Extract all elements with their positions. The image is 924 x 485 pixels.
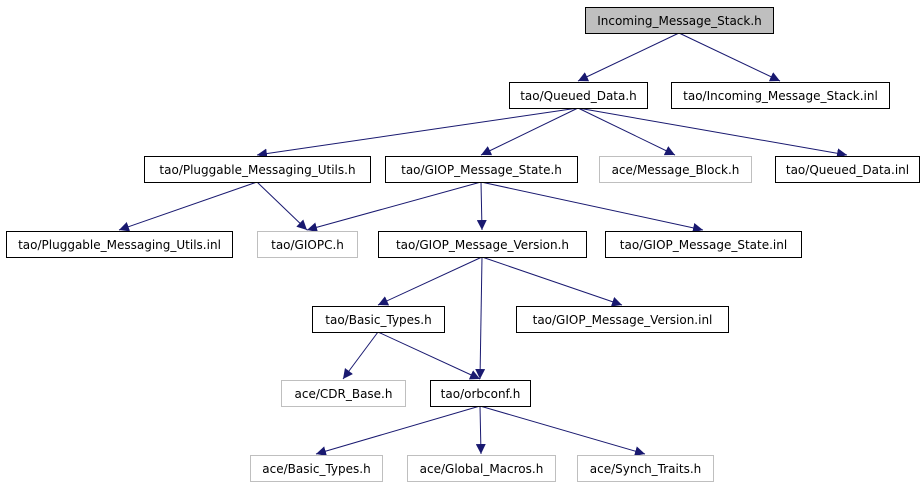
edge-basic_types_h-to-orbconf_h [377,331,481,380]
node-label: Incoming_Message_Stack.h [597,14,762,28]
node-box [250,455,383,482]
node-box [599,156,752,183]
node-box [281,380,406,407]
node-label: tao/Basic_Types.h [325,313,431,327]
node-orbconf_h[interactable]: tao/orbconf.h [430,380,531,407]
edge-giop_message_version_h-to-basic_types_h [377,256,483,306]
edge-orbconf_h-to-synch_traits_h [479,405,646,457]
node-global_macros_h: ace/Global_Macros.h [407,455,556,482]
edge-queued_data_h-to-message_block_h [577,107,676,156]
node-incoming_message_stack_inl[interactable]: tao/Incoming_Message_Stack.inl [671,82,890,109]
node-giopc_h: tao/GIOPC.h [257,231,358,258]
node-message_block_h: ace/Message_Block.h [599,156,752,183]
node-label: tao/GIOP_Message_State.h [401,163,562,177]
node-queued_data_h[interactable]: tao/Queued_Data.h [509,82,648,109]
edge-basic_types_h-to-cdr_base_h [342,331,379,380]
edges-layer [118,32,848,457]
node-box [605,231,802,258]
node-cdr_base_h: ace/CDR_Base.h [281,380,406,407]
nodes-layer: Incoming_Message_Stack.h tao/Queued_Data.… [6,7,920,482]
node-pluggable_messaging_utils_inl[interactable]: tao/Pluggable_Messaging_Utils.inl [6,231,233,258]
edge-giop_message_state_h-to-giop_message_state_inl [480,181,704,233]
node-label: ace/Message_Block.h [612,163,740,177]
node-box [430,380,531,407]
node-box [144,156,371,183]
node-incoming_message_stack_h[interactable]: Incoming_Message_Stack.h [585,7,774,34]
node-box [312,306,445,333]
node-giop_message_version_inl[interactable]: tao/GIOP_Message_Version.inl [516,306,729,333]
edge-incoming_message_stack_h-to-incoming_message_stack_inl [678,32,781,82]
edge-queued_data_h-to-giop_message_state_h [480,107,579,156]
node-box [407,455,556,482]
node-label: ace/Synch_Traits.h [590,462,701,476]
node-label: tao/GIOP_Message_Version.h [396,238,569,252]
node-box [585,7,774,34]
node-giop_message_state_inl[interactable]: tao/GIOP_Message_State.inl [605,231,802,258]
edge-orbconf_h-to-global_macros_h [475,405,486,455]
edge-giop_message_state_h-to-giopc_h [306,181,482,233]
edge-orbconf_h-to-ace_basic_types_h [315,405,481,456]
node-basic_types_h[interactable]: tao/Basic_Types.h [312,306,445,333]
node-box [509,82,648,109]
node-box [378,231,587,258]
edge-queued_data_h-to-pluggable_messaging_utils_h [256,107,579,159]
edge-giop_message_version_h-to-giop_message_version_inl [481,256,623,307]
node-box [516,306,729,333]
node-label: tao/Queued_Data.inl [786,163,909,177]
node-box [257,231,358,258]
node-label: tao/GIOP_Message_State.inl [620,238,787,252]
node-label: ace/Basic_Types.h [262,462,370,476]
edge-queued_data_h-to-queued_data_inl [577,107,848,159]
edge-giop_message_version_h-to-orbconf_h [475,256,486,380]
node-box [775,156,920,183]
node-label: tao/GIOP_Message_Version.inl [533,313,713,327]
node-label: ace/Global_Macros.h [420,462,544,476]
node-ace_basic_types_h: ace/Basic_Types.h [250,455,383,482]
node-giop_message_state_h[interactable]: tao/GIOP_Message_State.h [385,156,578,183]
edge-giop_message_state_h-to-giop_message_version_h [476,181,487,231]
node-pluggable_messaging_utils_h[interactable]: tao/Pluggable_Messaging_Utils.h [144,156,371,183]
node-label: tao/Queued_Data.h [520,89,637,103]
node-label: tao/Pluggable_Messaging_Utils.h [159,163,355,177]
edge-incoming_message_stack_h-to-queued_data_h [577,32,680,82]
node-label: tao/Pluggable_Messaging_Utils.inl [18,238,221,252]
node-giop_message_version_h[interactable]: tao/GIOP_Message_Version.h [378,231,587,258]
edge-pluggable_messaging_utils_h-to-pluggable_messaging_utils_inl [118,181,258,232]
node-label: ace/CDR_Base.h [295,387,393,401]
edge-pluggable_messaging_utils_h-to-giopc_h [256,181,308,231]
node-label: tao/Incoming_Message_Stack.inl [683,89,878,103]
node-box [385,156,578,183]
node-box [6,231,233,258]
node-box [577,455,714,482]
node-label: tao/orbconf.h [441,387,521,401]
node-label: tao/GIOPC.h [271,238,344,252]
node-queued_data_inl[interactable]: tao/Queued_Data.inl [775,156,920,183]
node-synch_traits_h: ace/Synch_Traits.h [577,455,714,482]
node-box [671,82,890,109]
